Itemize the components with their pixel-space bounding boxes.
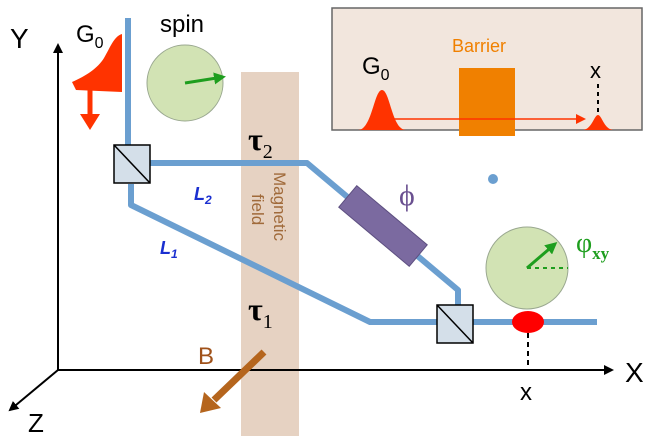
- b-field-arrow-icon: [200, 349, 267, 413]
- tau1-label: τ1: [248, 291, 273, 333]
- inset-x-label: x: [590, 58, 601, 83]
- b-field-label: B: [198, 343, 214, 370]
- path-l1: [128, 184, 437, 325]
- phase-label: φxy: [576, 228, 610, 263]
- inset-barrier-label: Barrier: [452, 36, 506, 56]
- phi-label: ϕ: [399, 179, 415, 212]
- incoming-wave-packet: [72, 34, 122, 92]
- tau2-label: τ2: [248, 121, 273, 163]
- phase-shifter: [338, 185, 428, 267]
- magnetic-field-band: [241, 72, 299, 436]
- output-wave-packet: [512, 311, 544, 333]
- y-axis-label: Y: [10, 23, 29, 54]
- z-axis: [8, 369, 59, 412]
- detector-point: [488, 174, 498, 184]
- inset-transmitted-packet: [582, 115, 614, 130]
- beam-splitter-2: [436, 304, 474, 344]
- l1-label: L1: [160, 238, 178, 261]
- coordinate-axes: [8, 43, 614, 412]
- spin-arrow-icon: [184, 72, 226, 85]
- inset-initial-packet: [358, 90, 406, 130]
- inset-g0-label: G0: [362, 53, 390, 84]
- svg-text:field: field: [248, 194, 267, 225]
- z-axis-label: Z: [28, 408, 44, 436]
- x-axis-label: X: [625, 357, 644, 388]
- magnetic-field-label: Magnetic field: [248, 172, 289, 241]
- inset-barrier: [459, 68, 515, 136]
- packet-direction-arrow-icon: [80, 90, 100, 130]
- inset-panel: G0 Barrier x: [331, 7, 643, 136]
- svg-text:Magnetic: Magnetic: [270, 172, 289, 241]
- beam-splitter-1: [113, 144, 151, 184]
- g0-label: G0: [76, 21, 104, 52]
- l2-label: L2: [194, 184, 212, 207]
- spin-label: spin: [160, 11, 204, 38]
- output-spin-arrow-icon: [526, 242, 558, 270]
- x-marker-label: x: [520, 379, 532, 406]
